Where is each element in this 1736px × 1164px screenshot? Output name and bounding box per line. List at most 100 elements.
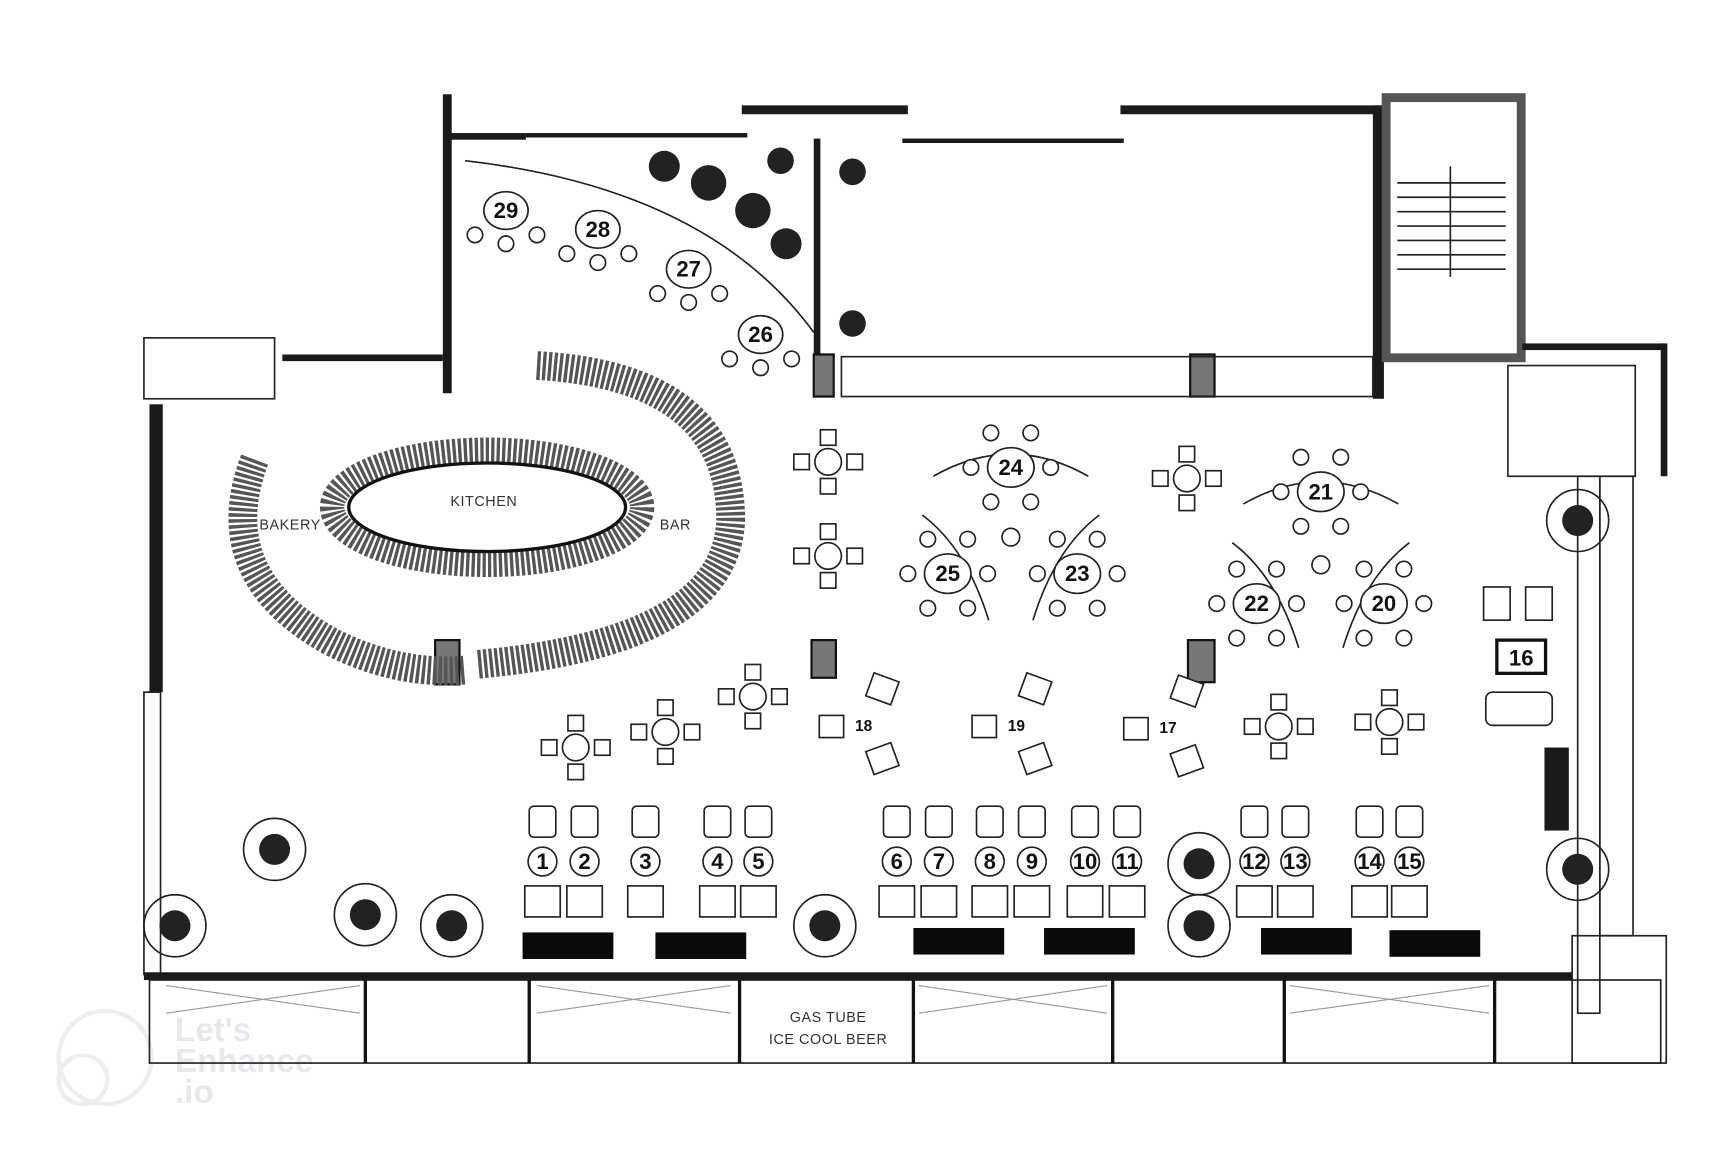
chair xyxy=(982,424,1000,442)
four-seat-table xyxy=(792,428,864,495)
booth-table[interactable]: 1 xyxy=(523,805,562,918)
chair xyxy=(1088,530,1106,548)
chair xyxy=(1048,599,1066,617)
round-table[interactable]: 25 xyxy=(899,530,997,617)
sofa xyxy=(739,885,777,918)
booth-table[interactable]: 11 xyxy=(1108,805,1146,918)
chair xyxy=(924,805,953,839)
sofa xyxy=(1013,885,1051,918)
kitchen-bar-island: KITCHEN BAKERY BAR xyxy=(228,351,746,686)
round-table[interactable]: 21 xyxy=(1272,448,1370,535)
booth-table[interactable]: 4 xyxy=(698,805,736,918)
sofa xyxy=(971,885,1009,918)
booth-table[interactable]: 3 xyxy=(626,805,665,918)
booth-table[interactable]: 8 xyxy=(971,805,1009,918)
chair xyxy=(1208,595,1226,613)
chair xyxy=(1022,493,1040,511)
chair xyxy=(1355,629,1373,647)
chair xyxy=(1070,805,1100,839)
terrace-table[interactable]: 27 xyxy=(649,249,729,312)
sofa xyxy=(566,885,604,918)
table-number: 8 xyxy=(984,849,996,874)
table-number: 2 xyxy=(578,849,590,874)
sofa xyxy=(523,885,562,918)
chair xyxy=(680,293,698,312)
chair xyxy=(620,245,638,263)
booth-table[interactable]: 13 xyxy=(1276,805,1314,918)
plant-icon xyxy=(809,910,841,942)
booth-table[interactable]: 14 xyxy=(1350,805,1389,918)
table-number: 9 xyxy=(1026,849,1038,874)
plant-icon xyxy=(1183,848,1215,880)
terrace-table[interactable]: 28 xyxy=(558,209,638,272)
chair xyxy=(919,530,937,548)
table-top xyxy=(986,446,1035,489)
four-seat-table xyxy=(717,663,789,730)
sofa xyxy=(1390,885,1428,918)
table-number: 18 xyxy=(855,718,873,735)
lounge-table[interactable]: 18 xyxy=(818,671,901,776)
table-number: 19 xyxy=(1008,718,1026,735)
table-top xyxy=(1296,471,1345,513)
booth-table[interactable]: 6 xyxy=(878,805,916,918)
bench xyxy=(1389,930,1481,957)
chair xyxy=(466,226,484,244)
table-top xyxy=(665,249,712,289)
lounge-table[interactable]: 19 xyxy=(971,671,1053,776)
sofa xyxy=(1276,885,1314,918)
terrace-table[interactable]: 29 xyxy=(466,190,546,253)
chair xyxy=(744,805,773,839)
chair xyxy=(919,599,937,617)
lounge-table[interactable]: 17 xyxy=(1122,674,1205,778)
round-table[interactable]: 24 xyxy=(962,424,1060,511)
table-number: 4 xyxy=(711,849,724,874)
round-table[interactable]: 22 xyxy=(1208,560,1306,647)
chair xyxy=(711,285,729,303)
chair xyxy=(1395,560,1413,578)
round-table[interactable]: 23 xyxy=(1028,530,1126,617)
table-number: 7 xyxy=(933,849,945,874)
table-top xyxy=(1232,582,1281,625)
booth-table[interactable]: 12 xyxy=(1235,805,1273,918)
table-number: 23 xyxy=(1065,561,1090,586)
sofa xyxy=(698,885,736,918)
bench xyxy=(655,932,747,959)
chair xyxy=(1415,595,1433,613)
booth-table[interactable]: 2 xyxy=(566,805,604,918)
table-number: 22 xyxy=(1244,591,1269,616)
booth-table[interactable]: 15 xyxy=(1390,805,1428,918)
chair xyxy=(1355,805,1384,839)
chair xyxy=(589,254,607,272)
chair xyxy=(703,805,732,839)
booth-table[interactable]: 7 xyxy=(920,805,958,918)
booth-table[interactable]: 10 xyxy=(1066,805,1104,918)
plant-icon xyxy=(259,833,291,865)
table-top xyxy=(574,209,621,250)
booth-table[interactable]: 5 xyxy=(739,805,777,918)
planter-icon xyxy=(1545,837,1610,902)
booth-table[interactable]: 9 xyxy=(1013,805,1051,918)
chair xyxy=(497,235,515,253)
table-number: 1 xyxy=(536,849,548,874)
chair xyxy=(978,565,997,583)
table-number: 6 xyxy=(891,849,903,874)
bench xyxy=(522,932,614,959)
table-number: 26 xyxy=(748,322,773,347)
chair xyxy=(1108,565,1126,583)
table-number: 17 xyxy=(1159,720,1176,737)
chair xyxy=(1042,458,1060,476)
furniture xyxy=(143,428,1610,959)
bench xyxy=(1044,927,1135,955)
chair xyxy=(1335,595,1353,613)
planter-icon xyxy=(1167,831,1231,896)
terrace-table[interactable]: 26 xyxy=(721,314,801,377)
chair xyxy=(1332,448,1350,466)
table-number: 11 xyxy=(1115,849,1138,874)
boxed-table[interactable]: 16 xyxy=(1482,586,1554,727)
room-label-gas-tube: GAS TUBE xyxy=(790,1010,867,1026)
round-table[interactable]: 20 xyxy=(1335,560,1433,647)
table-top xyxy=(1359,582,1409,625)
chair xyxy=(528,805,557,839)
chair xyxy=(1352,483,1370,501)
